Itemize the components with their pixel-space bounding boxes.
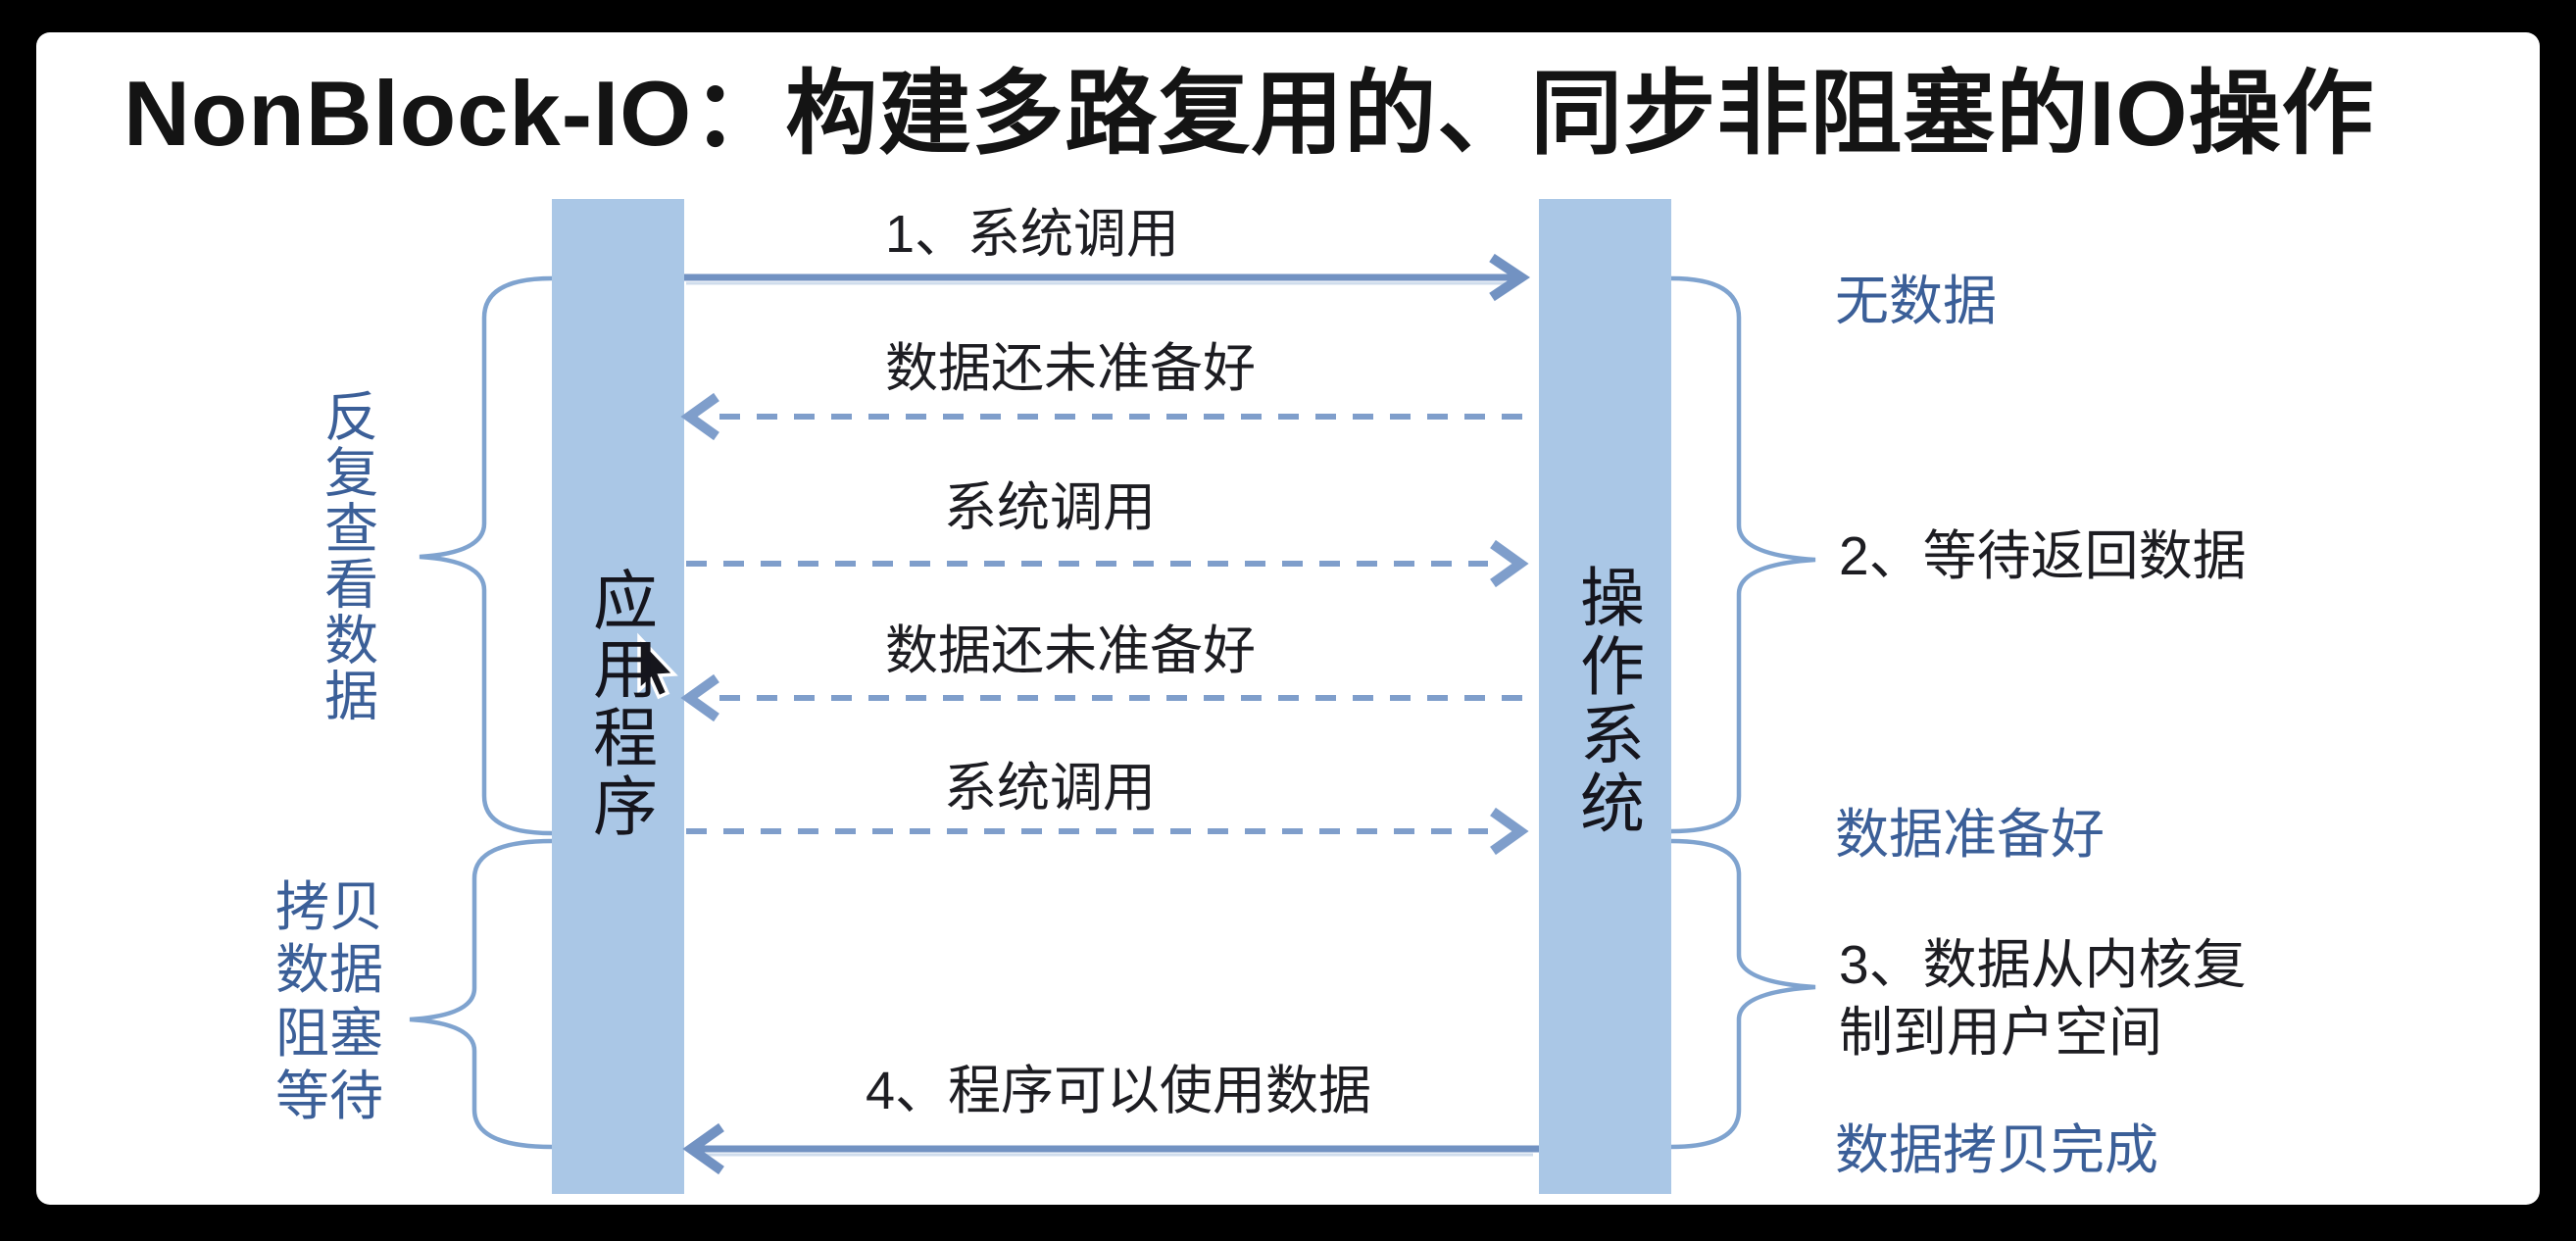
left-upper-brace: [419, 275, 553, 836]
os-bar-label: 操作系统: [1570, 564, 1644, 838]
arrow-6-program-can-use-data: [682, 1122, 1539, 1175]
slide-panel: [36, 32, 2540, 1205]
copy-block-line: 数据: [275, 939, 384, 1001]
annotation-data-ready: 数据准备好: [1835, 804, 2105, 865]
copy-block-line: 阻塞: [275, 1002, 384, 1064]
flow-6-label: 4、程序可以使用数据: [866, 1062, 1372, 1120]
arrow-1-system-call: [684, 253, 1531, 302]
arrow-2-data-not-ready: [680, 392, 1539, 441]
annotation-step2: 2、等待返回数据: [1839, 525, 2247, 586]
annotation-no-data: 无数据: [1835, 271, 1998, 331]
copy-block-line: 等待: [275, 1066, 384, 1127]
annotation-copy-done: 数据拷贝完成: [1835, 1119, 2159, 1180]
right-upper-brace: [1670, 275, 1816, 834]
annotation-copy-block: 拷贝 数据 阻塞 等待: [275, 875, 405, 1127]
slide-title: NonBlock-IO：构建多路复用的、同步非阻塞的IO操作: [124, 62, 2375, 165]
flow-5-label: 系统调用: [944, 759, 1156, 818]
application-bar-label: 应用程序: [583, 567, 657, 841]
flow-3-label: 系统调用: [944, 478, 1156, 537]
arrow-5-system-call: [686, 807, 1529, 856]
flow-1-label: 1、系统调用: [885, 205, 1180, 264]
annotation-step3-line2: 制到用户空间: [1839, 1001, 2163, 1063]
right-lower-brace: [1670, 838, 1816, 1150]
copy-block-line: 拷贝: [275, 876, 384, 937]
arrow-4-data-not-ready: [680, 673, 1539, 722]
flow-4-label: 数据还未准备好: [885, 621, 1256, 680]
annotation-step3: 3、数据从内核复 制到用户空间: [1839, 931, 2247, 1067]
annotation-repeat-check: 反复查看数据: [316, 388, 377, 723]
os-bar: [1539, 199, 1671, 1194]
arrow-3-system-call: [686, 539, 1529, 588]
left-lower-brace: [409, 838, 553, 1150]
mouse-cursor-icon: [637, 632, 678, 700]
annotation-step3-line1: 3、数据从内核复: [1839, 934, 2247, 995]
flow-2-label: 数据还未准备好: [885, 339, 1256, 398]
